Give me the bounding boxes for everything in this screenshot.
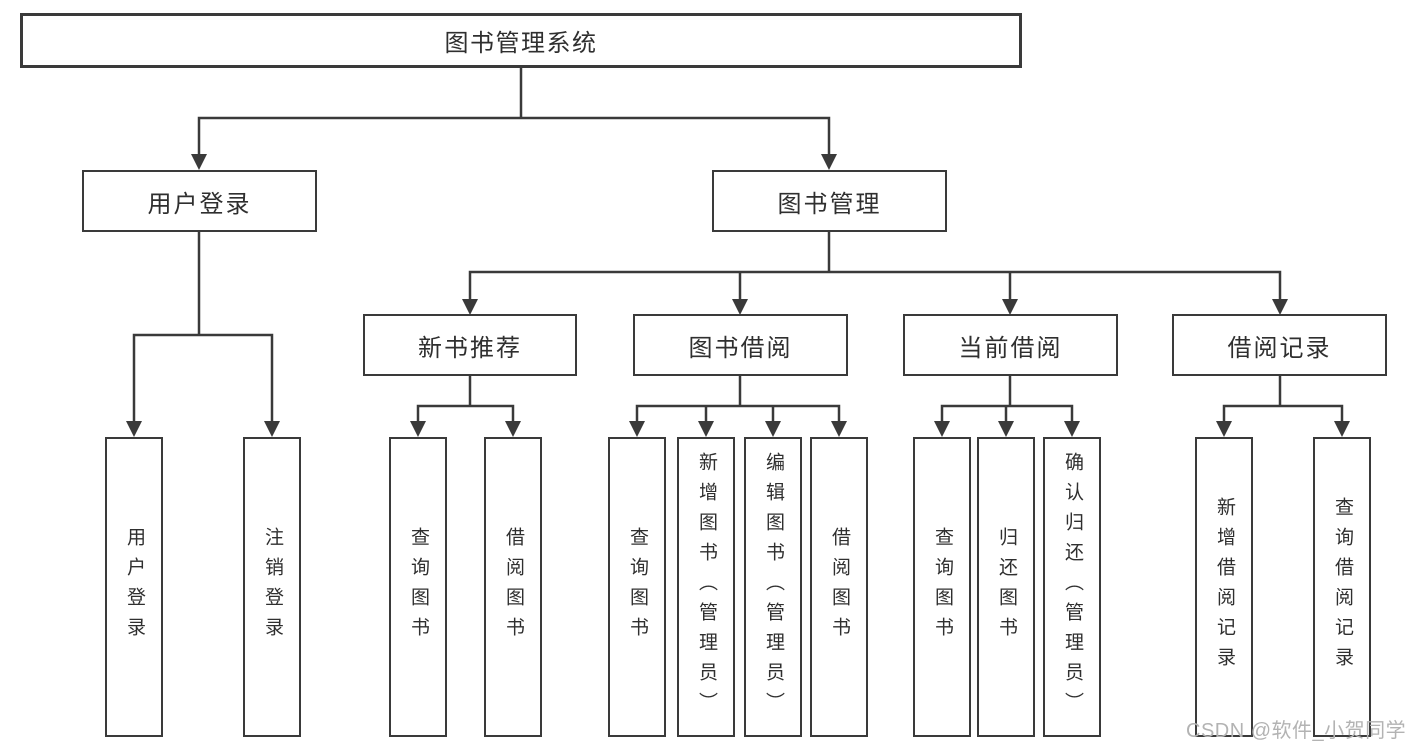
leaf-query-books-recommend: 查询图书 bbox=[389, 437, 447, 737]
leaf-query-books-current: 查询图书 bbox=[913, 437, 971, 737]
node-book-borrowing: 图书借阅 bbox=[633, 314, 848, 376]
leaf-query-books-borrow: 查询图书 bbox=[608, 437, 666, 737]
node-book-management: 图书管理 bbox=[712, 170, 947, 232]
leaf-borrow-books-recommend: 借阅图书 bbox=[484, 437, 542, 737]
leaf-return-books: 归还图书 bbox=[977, 437, 1035, 737]
leaf-edit-books-admin: 编辑图书（管理员） bbox=[744, 437, 802, 737]
node-user-login: 用户登录 bbox=[82, 170, 317, 232]
leaf-borrow-books: 借阅图书 bbox=[810, 437, 868, 737]
watermark: CSDN @软件_小贺同学 bbox=[1186, 720, 1405, 742]
node-borrowing-records: 借阅记录 bbox=[1172, 314, 1387, 376]
leaf-confirm-return-admin: 确认归还（管理员） bbox=[1043, 437, 1101, 737]
leaf-add-books-admin: 新增图书（管理员） bbox=[677, 437, 735, 737]
leaf-user-login: 用户登录 bbox=[105, 437, 163, 737]
leaf-logout: 注销登录 bbox=[243, 437, 301, 737]
node-library-management-system: 图书管理系统 bbox=[20, 13, 1022, 68]
node-current-borrowing: 当前借阅 bbox=[903, 314, 1118, 376]
leaf-query-borrow-record: 查询借阅记录 bbox=[1313, 437, 1371, 737]
leaf-add-borrow-record: 新增借阅记录 bbox=[1195, 437, 1253, 737]
node-new-book-recommendation: 新书推荐 bbox=[363, 314, 577, 376]
